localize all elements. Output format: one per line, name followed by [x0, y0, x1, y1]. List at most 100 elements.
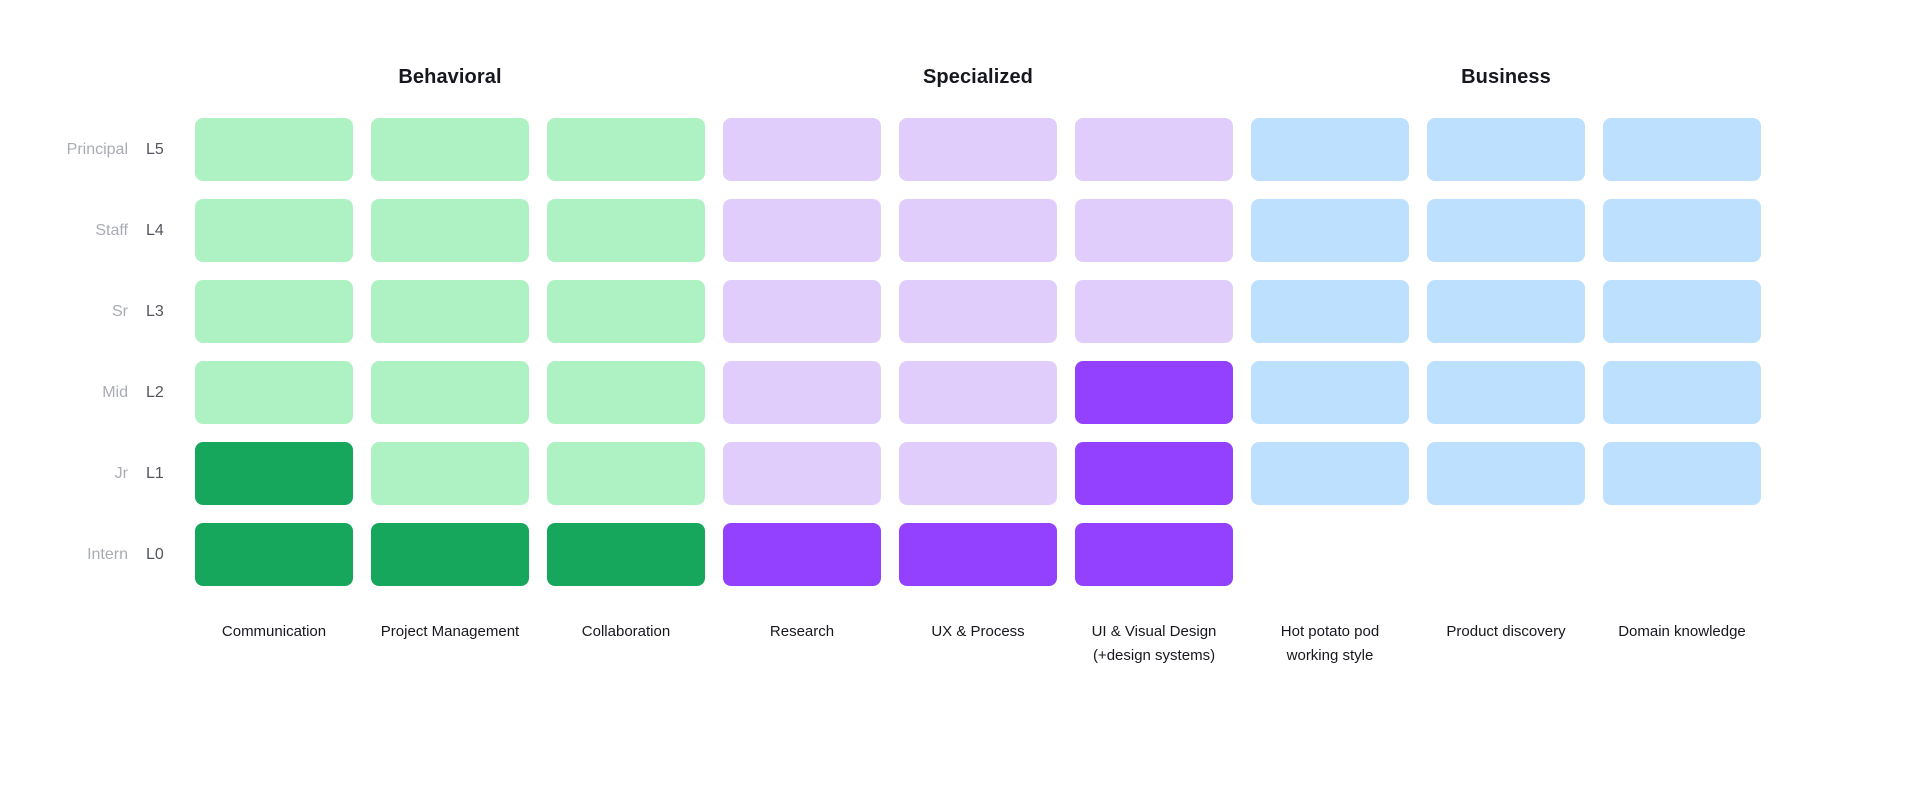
- caption-line1: Project Management: [380, 623, 520, 640]
- matrix-cell[interactable]: [1251, 118, 1409, 181]
- matrix-group-behavioral: [195, 118, 705, 586]
- row-title-principal: Principal: [66, 140, 128, 158]
- matrix-cell[interactable]: [723, 523, 881, 586]
- matrix-cell[interactable]: [1075, 280, 1233, 343]
- matrix-cell[interactable]: [1075, 199, 1233, 262]
- matrix-cell-empty: [1427, 523, 1585, 586]
- caption-line1: Hot potato pod: [1280, 623, 1380, 640]
- matrix-cell[interactable]: [1251, 361, 1409, 424]
- caption-line1: Product discovery: [1446, 623, 1566, 640]
- caption-line2: working style: [1286, 647, 1374, 664]
- group-header-row: Behavioral Specialized Business: [195, 60, 1761, 94]
- matrix-cell[interactable]: [723, 118, 881, 181]
- row-label-l2: Mid L2: [0, 361, 195, 424]
- matrix-cell[interactable]: [1075, 523, 1233, 586]
- matrix-cell[interactable]: [899, 118, 1057, 181]
- matrix-cell[interactable]: [723, 442, 881, 505]
- column-caption-ui-visual-design: UI & Visual Design (+design systems): [1075, 620, 1233, 668]
- column-caption-hot-potato-pod-working-style: Hot potato pod working style: [1251, 620, 1409, 668]
- row-label-l0: Intern L0: [0, 523, 195, 586]
- matrix-cell[interactable]: [1603, 361, 1761, 424]
- matrix-cell[interactable]: [547, 361, 705, 424]
- column-caption-project-management: Project Management: [371, 620, 529, 668]
- matrix-cell[interactable]: [1427, 442, 1585, 505]
- matrix-cell-empty: [1251, 523, 1409, 586]
- matrix-cell[interactable]: [1603, 280, 1761, 343]
- matrix-cell[interactable]: [723, 280, 881, 343]
- matrix-cell[interactable]: [1075, 118, 1233, 181]
- matrix-cell[interactable]: [371, 361, 529, 424]
- matrix-cell-empty: [1603, 523, 1761, 586]
- column-caption-collaboration: Collaboration: [547, 620, 705, 668]
- matrix-column-collaboration: [547, 118, 705, 586]
- matrix-cell[interactable]: [371, 118, 529, 181]
- matrix-column-ui-visual-design-design-systems: [1075, 118, 1233, 586]
- matrix-cell[interactable]: [1603, 442, 1761, 505]
- row-level-l3: L3: [146, 302, 164, 320]
- matrix-cell[interactable]: [195, 442, 353, 505]
- matrix-cell[interactable]: [1075, 442, 1233, 505]
- row-level-l0: L0: [146, 545, 164, 563]
- row-title-sr: Sr: [112, 302, 128, 320]
- row-title-staff: Staff: [95, 221, 128, 239]
- matrix-cell[interactable]: [547, 118, 705, 181]
- row-label-l3: Sr L3: [0, 280, 195, 343]
- group-header-specialized: Specialized: [922, 66, 1034, 88]
- matrix-column-project-management: [371, 118, 529, 586]
- column-caption-communication: Communication: [195, 620, 353, 668]
- matrix-column-ux-process: [899, 118, 1057, 586]
- matrix-cell[interactable]: [547, 523, 705, 586]
- row-label-l1: Jr L1: [0, 442, 195, 505]
- matrix-cell[interactable]: [899, 280, 1057, 343]
- matrix-cell[interactable]: [1251, 442, 1409, 505]
- matrix-cell[interactable]: [899, 361, 1057, 424]
- caption-line1: Domain knowledge: [1618, 623, 1746, 640]
- row-title-jr: Jr: [114, 464, 128, 482]
- matrix-grid: [195, 118, 1761, 586]
- matrix-cell[interactable]: [195, 199, 353, 262]
- matrix-cell[interactable]: [1075, 361, 1233, 424]
- matrix-cell[interactable]: [1427, 361, 1585, 424]
- matrix-cell[interactable]: [371, 199, 529, 262]
- caption-line1: UX & Process: [931, 623, 1025, 640]
- matrix-cell[interactable]: [899, 442, 1057, 505]
- matrix-cell[interactable]: [547, 442, 705, 505]
- matrix-cell[interactable]: [195, 523, 353, 586]
- matrix-cell[interactable]: [1427, 199, 1585, 262]
- row-title-mid: Mid: [102, 383, 128, 401]
- matrix-cell[interactable]: [371, 442, 529, 505]
- matrix-cell[interactable]: [1251, 280, 1409, 343]
- matrix-cell[interactable]: [1427, 118, 1585, 181]
- matrix-cell[interactable]: [1603, 118, 1761, 181]
- matrix-cell[interactable]: [547, 280, 705, 343]
- matrix-cell[interactable]: [899, 199, 1057, 262]
- group-header-behavioral: Behavioral: [398, 66, 502, 88]
- matrix-cell[interactable]: [547, 199, 705, 262]
- caption-group-business: Hot potato pod working style Product dis…: [1251, 620, 1761, 668]
- matrix-cell[interactable]: [1603, 199, 1761, 262]
- caption-line1: Communication: [221, 623, 327, 640]
- matrix-cell[interactable]: [371, 280, 529, 343]
- column-caption-row: Communication Project Management Collabo…: [195, 620, 1761, 668]
- caption-line1: UI & Visual Design: [1091, 623, 1217, 640]
- matrix-cell[interactable]: [1427, 280, 1585, 343]
- matrix-cell[interactable]: [723, 361, 881, 424]
- matrix-cell[interactable]: [371, 523, 529, 586]
- row-level-l4: L4: [146, 221, 164, 239]
- column-caption-research: Research: [723, 620, 881, 668]
- matrix-group-business: [1251, 118, 1761, 586]
- row-level-l5: L5: [146, 140, 164, 158]
- row-level-l2: L2: [146, 383, 164, 401]
- matrix-column-hot-potato-pod-working-style: [1251, 118, 1409, 586]
- caption-group-specialized: Research UX & Process UI & Visual Design…: [723, 620, 1233, 668]
- matrix-cell[interactable]: [195, 361, 353, 424]
- matrix-cell[interactable]: [899, 523, 1057, 586]
- matrix-cell[interactable]: [195, 118, 353, 181]
- matrix-cell[interactable]: [723, 199, 881, 262]
- matrix-column-product-discovery: [1427, 118, 1585, 586]
- matrix-cell[interactable]: [195, 280, 353, 343]
- caption-line1: Research: [769, 623, 835, 640]
- caption-line2: (+design systems): [1092, 647, 1216, 664]
- matrix-cell[interactable]: [1251, 199, 1409, 262]
